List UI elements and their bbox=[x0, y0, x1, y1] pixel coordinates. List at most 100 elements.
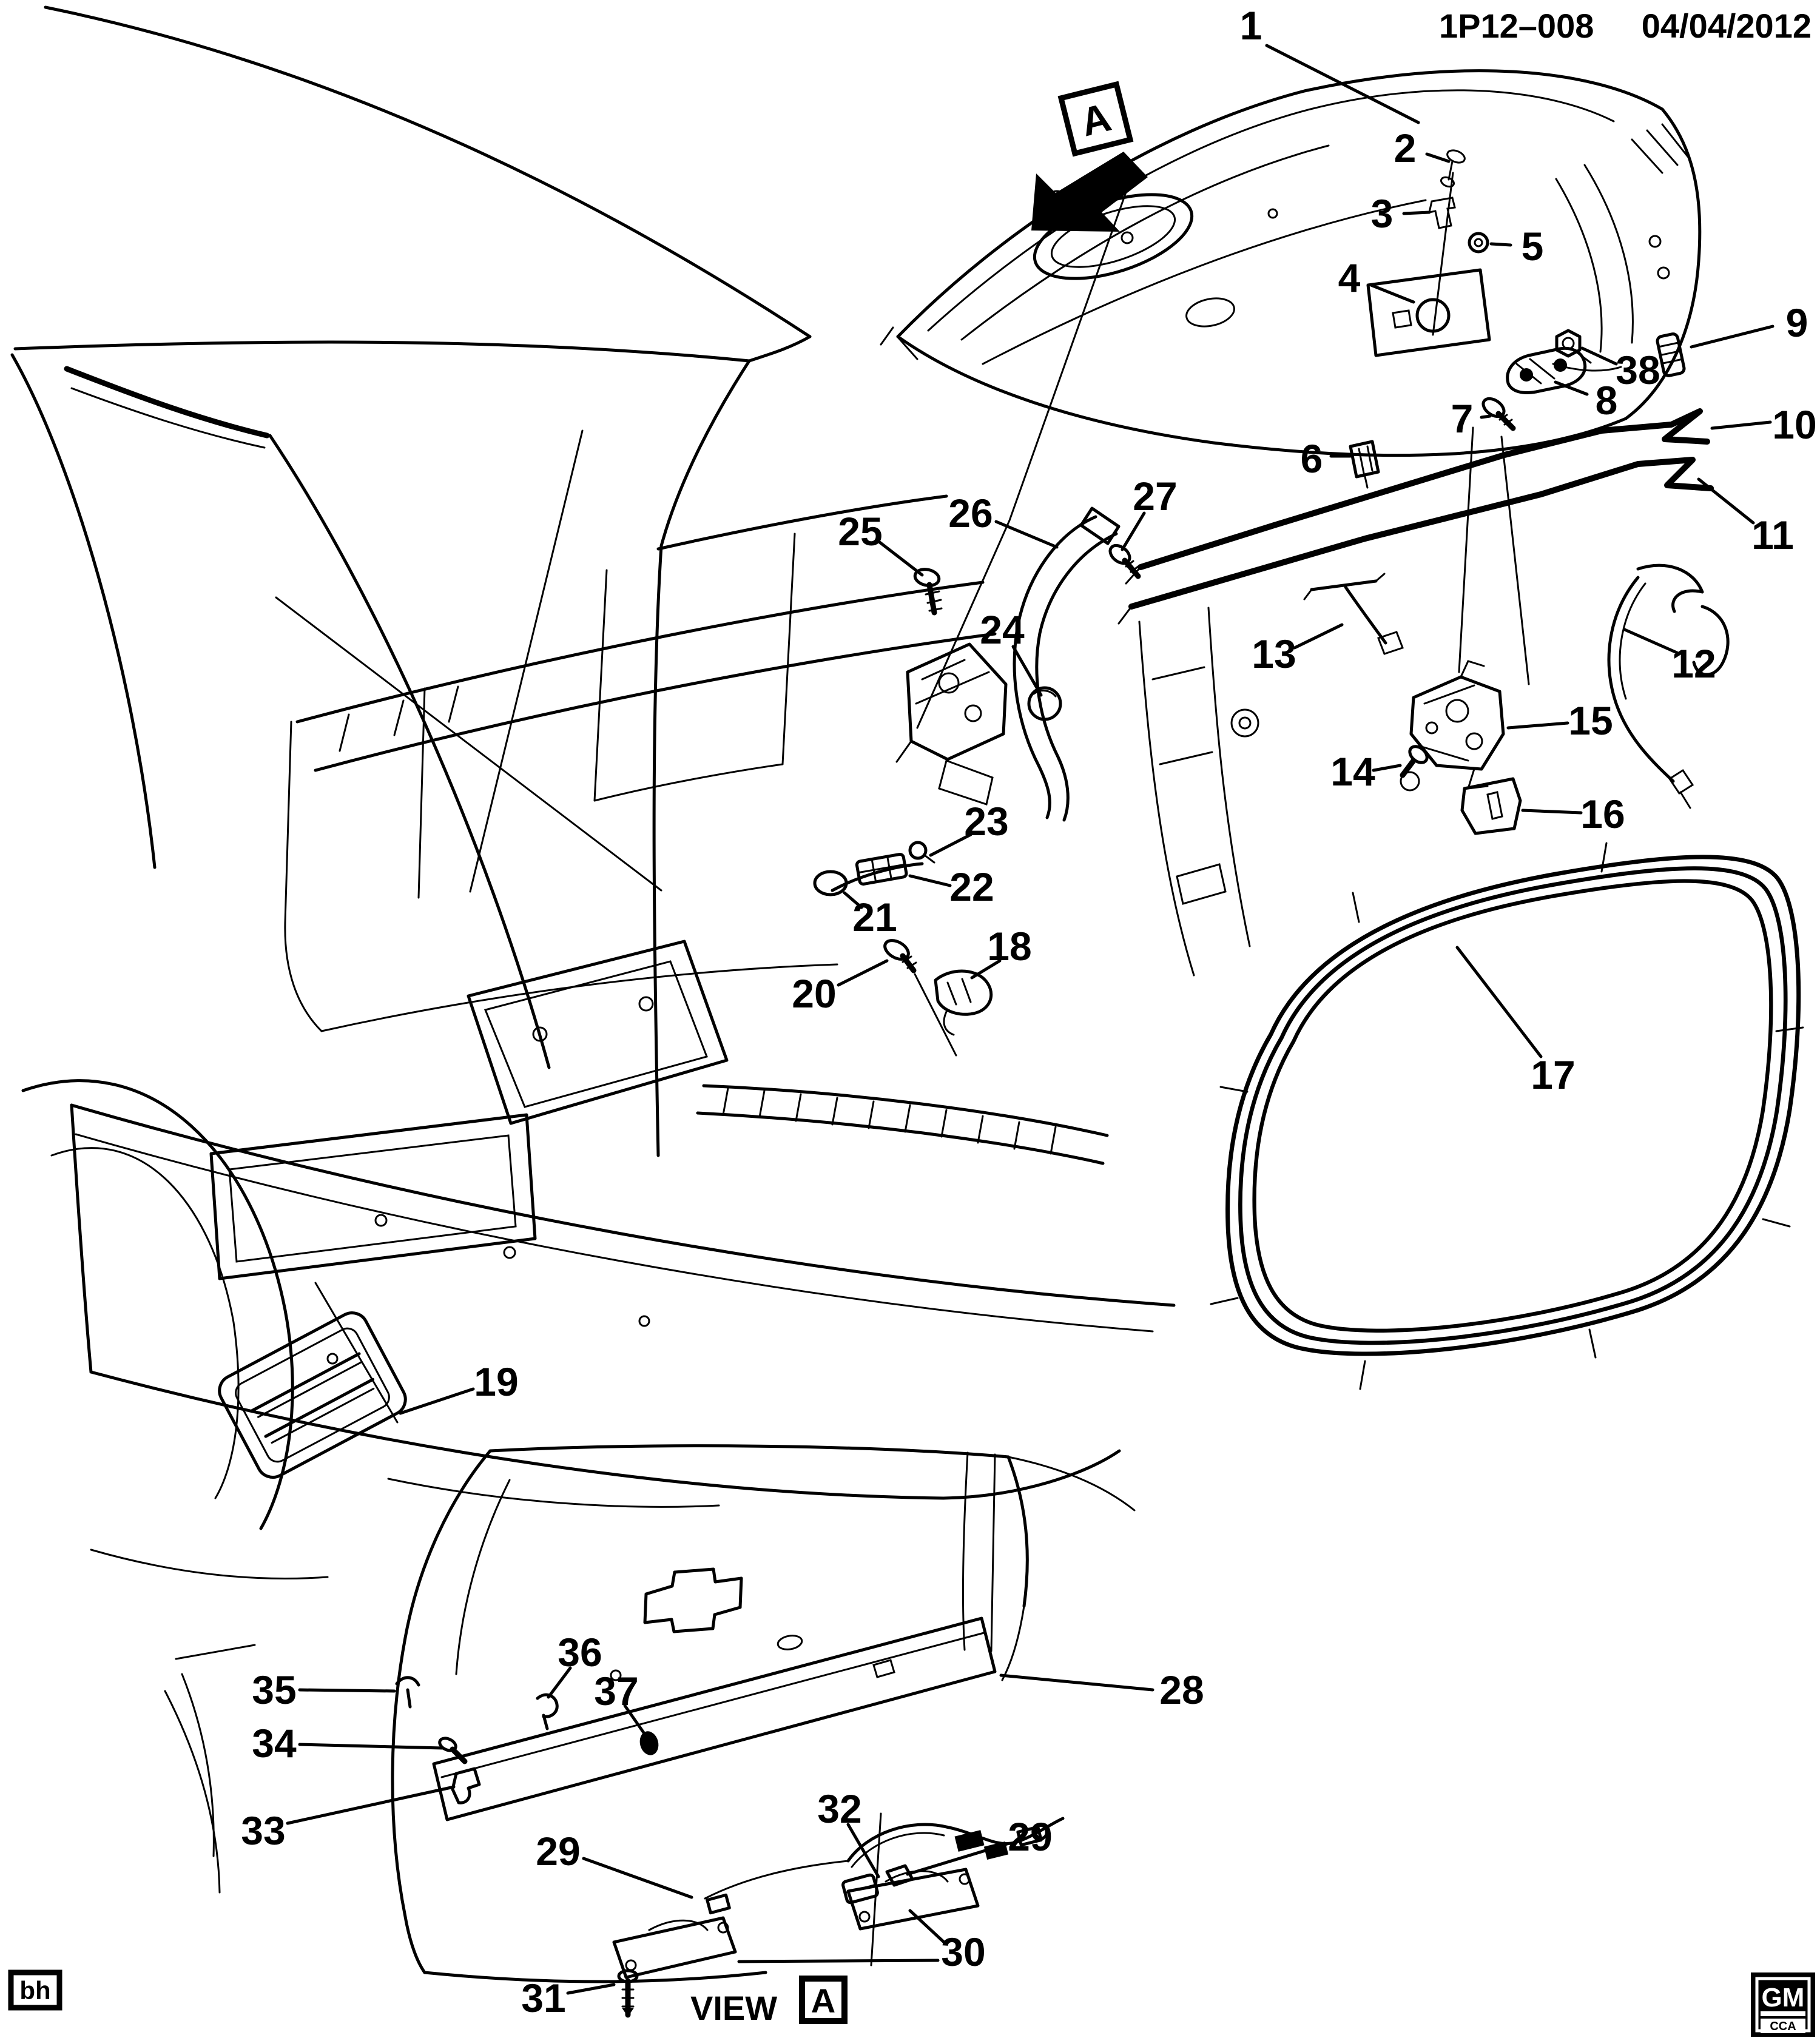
callout-29a: 29 bbox=[536, 1829, 580, 1874]
callout-leader-31 bbox=[566, 1983, 616, 1995]
diagram-code: 1P12–008 bbox=[1439, 7, 1594, 45]
callout-leader-15 bbox=[1506, 721, 1569, 730]
callout-leader-38 bbox=[1580, 346, 1618, 366]
callout-leader-19 bbox=[399, 1387, 475, 1415]
callout-leader-2 bbox=[1425, 152, 1451, 163]
callout-27: 27 bbox=[1133, 474, 1177, 519]
callout-leader-28 bbox=[999, 1673, 1154, 1692]
weatherstrip-art bbox=[1210, 842, 1804, 1390]
callout-33: 33 bbox=[241, 1808, 285, 1853]
callout-28: 28 bbox=[1159, 1667, 1204, 1712]
trunk-lid-art bbox=[880, 69, 1702, 729]
callout-16: 16 bbox=[1580, 792, 1625, 836]
callout-6: 6 bbox=[1301, 436, 1323, 481]
callout-26: 26 bbox=[948, 491, 993, 536]
callout-leader-29b bbox=[906, 1842, 1009, 1876]
screw-31-part bbox=[617, 1969, 639, 2018]
callout-13: 13 bbox=[1252, 631, 1296, 676]
bulb-29a-part bbox=[706, 1893, 731, 1915]
hinge-parts-art bbox=[895, 506, 1141, 822]
callout-leader-13 bbox=[1293, 623, 1344, 650]
callout-leader-9 bbox=[1690, 325, 1774, 349]
gm-logo: GM CCA bbox=[1751, 1972, 1815, 2037]
callout-14: 14 bbox=[1330, 749, 1375, 794]
callout-leader-3 bbox=[1402, 210, 1431, 215]
callout-31: 31 bbox=[521, 1976, 565, 2020]
lamp-30a-part bbox=[846, 1868, 980, 1931]
bowtie-emblem-icon bbox=[643, 1567, 743, 1633]
callout-7: 7 bbox=[1451, 396, 1474, 441]
callout-38: 38 bbox=[1616, 348, 1660, 392]
hinge-screw-25-part bbox=[913, 568, 943, 616]
callout-18: 18 bbox=[987, 924, 1031, 969]
view-direction-marker: A bbox=[1031, 81, 1148, 232]
nut-38-part bbox=[1555, 329, 1592, 364]
hinge-bushing-24-part bbox=[1027, 686, 1062, 721]
pin-9-part bbox=[1656, 332, 1686, 377]
callout-leader-5 bbox=[1489, 242, 1512, 247]
callout-leader-1 bbox=[1265, 44, 1420, 124]
clip-18-part bbox=[934, 969, 993, 1036]
bottom-view-art bbox=[164, 1444, 1136, 2018]
vent-art bbox=[218, 1311, 407, 1479]
callout-21: 21 bbox=[852, 895, 897, 940]
screw-20-part bbox=[883, 939, 957, 1057]
callout-15: 15 bbox=[1568, 698, 1613, 743]
callout-leader-35 bbox=[298, 1688, 396, 1693]
callout-leader-34 bbox=[298, 1743, 445, 1750]
bolt-34-part bbox=[438, 1737, 468, 1764]
callout-20: 20 bbox=[792, 971, 836, 1016]
callout-17: 17 bbox=[1531, 1052, 1575, 1097]
callout-leader-21 bbox=[843, 891, 863, 909]
callout-23: 23 bbox=[964, 799, 1008, 844]
callout-leader-26 bbox=[994, 520, 1059, 549]
callout-leader-14 bbox=[1372, 764, 1402, 772]
clip-6-part bbox=[1349, 440, 1380, 489]
callout-24: 24 bbox=[980, 607, 1025, 652]
callout-3: 3 bbox=[1371, 191, 1394, 236]
page-plate-code: bh bbox=[19, 1976, 50, 2005]
callout-36: 36 bbox=[558, 1630, 602, 1675]
clip-3-part bbox=[1428, 197, 1456, 229]
connector-22-part bbox=[855, 852, 908, 886]
callout-leader-4 bbox=[1369, 283, 1415, 304]
callout-10: 10 bbox=[1772, 402, 1816, 447]
bolt-7-part bbox=[1481, 397, 1516, 431]
callout-leader-8 bbox=[1554, 380, 1589, 396]
diagram-date: 04/04/2012 bbox=[1642, 7, 1812, 45]
callout-leader-32 bbox=[846, 1823, 880, 1878]
callout-leader-24 bbox=[1011, 645, 1043, 697]
callout-leader-29a bbox=[582, 1857, 693, 1899]
view-footer-ref: A bbox=[811, 1982, 835, 2020]
callout-1: 1 bbox=[1240, 3, 1262, 48]
pin-2-part bbox=[1440, 149, 1466, 188]
view-footer: VIEW A bbox=[690, 1976, 848, 2027]
callout-leader-22 bbox=[908, 874, 952, 887]
callout-25: 25 bbox=[838, 509, 882, 554]
callout-32: 32 bbox=[817, 1786, 861, 1831]
grommet-37-part bbox=[639, 1731, 659, 1755]
callout-leader-37 bbox=[623, 1704, 646, 1735]
gm-logo-brand: GM bbox=[1762, 1983, 1805, 2013]
harness-parts-art bbox=[813, 841, 993, 1057]
screw-23-part bbox=[908, 841, 935, 864]
callout-leader-30 bbox=[908, 1909, 946, 1944]
callout-22: 22 bbox=[949, 864, 994, 909]
callout-leader-27 bbox=[1121, 511, 1146, 551]
callout-leader-12 bbox=[1623, 628, 1679, 654]
callout-2: 2 bbox=[1394, 126, 1417, 170]
callout-9: 9 bbox=[1786, 300, 1808, 345]
callout-34: 34 bbox=[252, 1721, 297, 1766]
callout-11: 11 bbox=[1751, 513, 1794, 557]
callout-leader-18 bbox=[970, 959, 1002, 980]
callout-leader-7 bbox=[1480, 414, 1492, 419]
release-cable-12-part bbox=[1607, 563, 1730, 809]
callout-leader-33 bbox=[286, 1785, 456, 1825]
latch-parts-art bbox=[1303, 563, 1730, 835]
callout-leader-36 bbox=[547, 1666, 572, 1699]
callout-29b: 29 bbox=[1008, 1814, 1052, 1859]
applique-28-part bbox=[432, 1616, 997, 1821]
clip-33-part bbox=[451, 1767, 481, 1804]
